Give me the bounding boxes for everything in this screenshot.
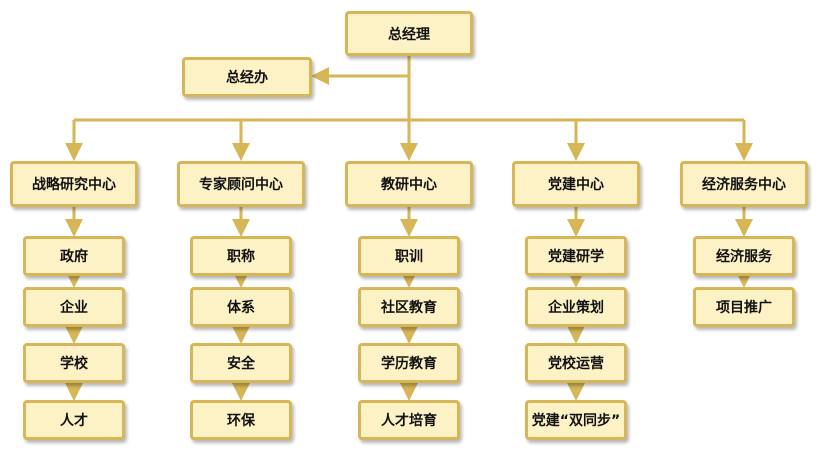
center-node-party-building-label: 党建中心: [548, 177, 604, 193]
center-node-strategy-research: 战略研究中心: [10, 161, 138, 207]
sub-node-teaching-research-2-label: 社区教育: [381, 300, 437, 316]
center-node-expert-advisory-label: 专家顾问中心: [199, 177, 283, 193]
center-node-economic-service-label: 经济服务中心: [702, 177, 786, 193]
sub-node-strategy-research-1: 政府: [23, 236, 125, 276]
center-node-party-building: 党建中心: [512, 161, 640, 207]
center-node-teaching-research: 教研中心: [345, 161, 473, 207]
sub-node-teaching-research-4: 人才培育: [358, 400, 460, 440]
sub-node-party-building-1-label: 党建研学: [548, 249, 604, 265]
sub-node-expert-advisory-3: 安全: [190, 343, 292, 383]
sub-node-strategy-research-2: 企业: [23, 287, 125, 327]
sub-node-strategy-research-4: 人才: [23, 400, 125, 440]
sub-node-teaching-research-2: 社区教育: [358, 287, 460, 327]
sub-node-party-building-2-label: 企业策划: [548, 300, 604, 316]
sub-node-strategy-research-3-label: 学校: [60, 356, 88, 372]
center-node-economic-service: 经济服务中心: [680, 161, 808, 207]
sub-node-teaching-research-3: 学历教育: [358, 343, 460, 383]
general-office-node: 总经办: [182, 57, 312, 97]
sub-node-party-building-1: 党建研学: [525, 236, 627, 276]
sub-node-economic-service-1: 经济服务: [693, 236, 795, 276]
sub-node-strategy-research-4-label: 人才: [60, 413, 88, 429]
sub-node-expert-advisory-1-label: 职称: [227, 249, 255, 265]
sub-node-strategy-research-1-label: 政府: [60, 249, 88, 265]
sub-node-teaching-research-3-label: 学历教育: [381, 356, 437, 372]
general-manager-node: 总经理: [345, 11, 473, 56]
sub-node-expert-advisory-2-label: 体系: [227, 300, 255, 316]
center-node-strategy-research-label: 战略研究中心: [32, 177, 116, 193]
sub-node-strategy-research-2-label: 企业: [60, 300, 88, 316]
sub-node-economic-service-2: 项目推广: [693, 287, 795, 327]
sub-node-teaching-research-1-label: 职训: [395, 249, 423, 265]
sub-node-economic-service-1-label: 经济服务: [716, 249, 772, 265]
sub-node-party-building-4-label: 党建“双同步”: [531, 413, 621, 429]
sub-node-teaching-research-1: 职训: [358, 236, 460, 276]
sub-node-teaching-research-4-label: 人才培育: [381, 413, 437, 429]
general-manager-label: 总经理: [388, 26, 430, 43]
sub-node-expert-advisory-4: 环保: [190, 400, 292, 440]
sub-node-party-building-2: 企业策划: [525, 287, 627, 327]
sub-node-party-building-4: 党建“双同步”: [525, 400, 627, 440]
sub-node-expert-advisory-2: 体系: [190, 287, 292, 327]
sub-node-party-building-3-label: 党校运营: [548, 356, 604, 372]
sub-node-strategy-research-3: 学校: [23, 343, 125, 383]
center-node-expert-advisory: 专家顾问中心: [177, 161, 305, 207]
sub-node-expert-advisory-3-label: 安全: [227, 356, 255, 372]
sub-node-party-building-3: 党校运营: [525, 343, 627, 383]
center-node-teaching-research-label: 教研中心: [381, 177, 437, 193]
sub-node-expert-advisory-1: 职称: [190, 236, 292, 276]
sub-node-expert-advisory-4-label: 环保: [227, 413, 255, 429]
sub-node-economic-service-2-label: 项目推广: [716, 300, 772, 316]
general-office-label: 总经办: [226, 70, 268, 86]
